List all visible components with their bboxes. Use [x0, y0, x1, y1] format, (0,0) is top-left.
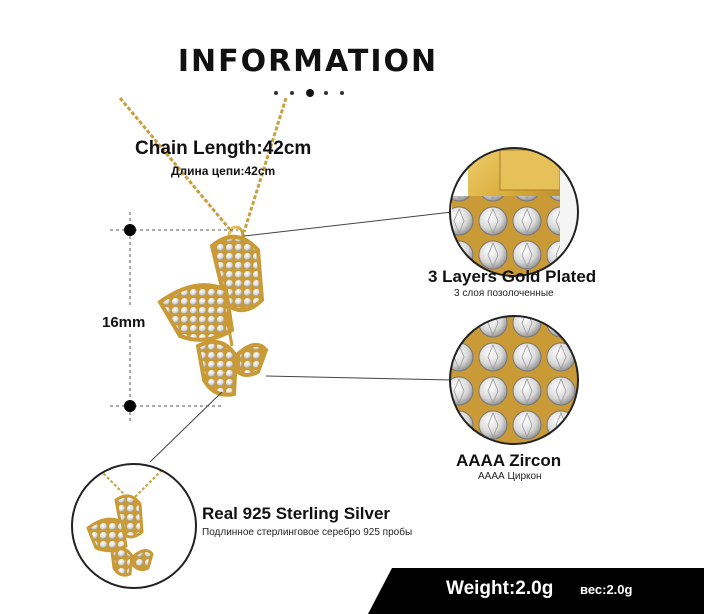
pendant-size-label: 16mm [102, 314, 146, 331]
chain-length-ru: Длина цепи:42cm [171, 164, 276, 178]
metal-subtitle: Подлинное стерлинговое серебро 925 пробы [202, 527, 413, 538]
detail-clasp [450, 148, 578, 276]
plating-subtitle: 3 слоя позолоченные [454, 288, 554, 299]
metal-title: Real 925 Sterling Silver [202, 504, 391, 523]
stone-title: AAAA Zircon [456, 451, 562, 470]
plating-title: 3 Layers Gold Plated [428, 267, 597, 286]
detail-necklace [72, 464, 196, 588]
weight-label-ru: вес:2.0g [580, 582, 633, 597]
detail-zircon [450, 316, 578, 444]
page-title: INFORMATION [177, 44, 439, 79]
weight-bar [368, 568, 704, 614]
leader-lines [149, 211, 453, 463]
weight-label: Weight:2.0g [446, 578, 554, 599]
chain-length: Chain Length:42cm [135, 138, 312, 159]
pendant-butterflies [157, 225, 269, 397]
chain [118, 97, 288, 233]
title-divider-dots [272, 88, 352, 98]
stone-subtitle: АААА Циркон [478, 471, 542, 482]
